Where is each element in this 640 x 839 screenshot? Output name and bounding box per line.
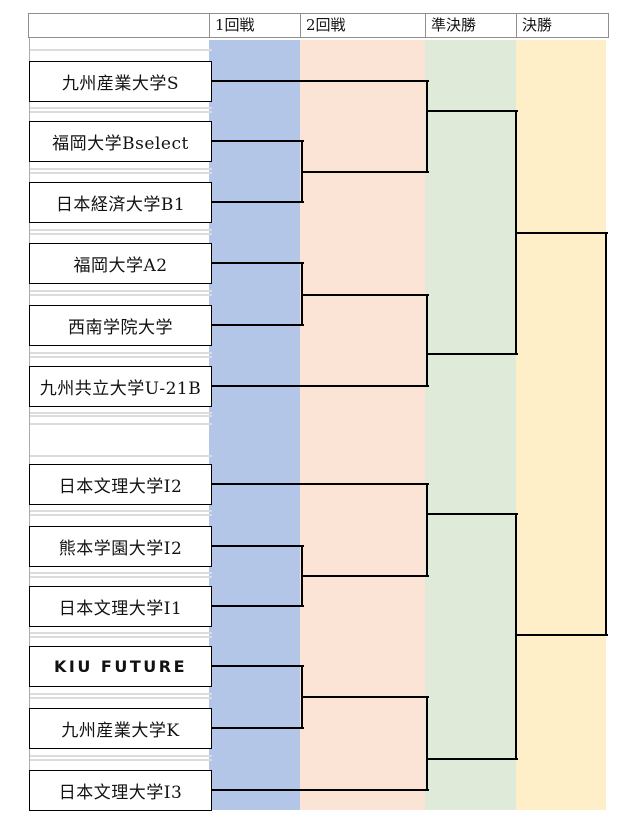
round2-column-band: [300, 40, 425, 810]
bracket-line-horizontal: [212, 605, 304, 607]
row-gridline: [30, 49, 212, 51]
bracket-line-horizontal: [212, 789, 429, 791]
team-box: 九州産業大学S: [29, 61, 212, 102]
bracket-line-vertical: [426, 483, 428, 577]
team-name: 福岡大学A2: [73, 256, 168, 276]
header-label: 準決勝: [431, 16, 477, 34]
row-gridline: [30, 172, 212, 174]
bracket-line-horizontal: [427, 110, 518, 112]
header-label: 決勝: [522, 16, 553, 34]
bracket-line-horizontal: [516, 232, 608, 234]
bracket-line-horizontal: [212, 80, 429, 82]
row-gridline: [30, 759, 212, 761]
team-name: 九州共立大学U-21B: [39, 379, 202, 399]
row-gridline: [30, 294, 212, 296]
team-name: 熊本学園大学I2: [58, 539, 183, 559]
row-gridline: [30, 572, 212, 574]
team-name: 日本文理大学I2: [58, 477, 183, 497]
row-gridline: [30, 412, 212, 414]
team-box: 九州共立大学U-21B: [29, 366, 212, 407]
team-name: 福岡大学Bselect: [52, 134, 189, 154]
bracket-line-vertical: [301, 262, 303, 326]
team-box: 福岡大学Bselect: [29, 121, 212, 162]
bracket-line-vertical: [301, 140, 303, 203]
round1-column-band: [209, 40, 300, 810]
bracket-line-vertical: [515, 513, 517, 760]
row-gridline: [30, 352, 212, 354]
row-gridline: [30, 636, 212, 638]
team-name: 九州産業大学S: [61, 74, 180, 94]
team-box: 日本経済大学B1: [29, 182, 212, 223]
row-gridline: [30, 415, 212, 417]
row-gridline: [30, 576, 212, 578]
bracket-line-vertical: [515, 110, 517, 355]
row-gridline: [30, 111, 212, 113]
bracket-line-horizontal: [302, 294, 429, 296]
row-gridline: [30, 356, 212, 358]
header-cell-empty: [28, 13, 210, 38]
bracket-line-vertical: [426, 80, 428, 173]
header-label: 1回戦: [215, 16, 255, 34]
team-name: 日本文理大学I1: [58, 599, 183, 619]
final-column-band: [516, 40, 606, 810]
team-box: 日本文理大学I1: [29, 586, 212, 627]
semifinal-column-band: [425, 40, 516, 810]
row-gridline: [30, 755, 212, 757]
team-name: KIU FUTURE: [54, 657, 187, 676]
header-cell-round2: 2回戦: [300, 13, 426, 38]
bracket-line-horizontal: [427, 513, 518, 515]
team-box: 熊本学園大学I2: [29, 526, 212, 567]
bracket-line-horizontal: [427, 758, 518, 760]
bracket-line-horizontal: [212, 140, 304, 142]
row-gridline: [30, 514, 212, 516]
team-box: 福岡大学A2: [29, 243, 212, 284]
row-gridline: [30, 697, 212, 699]
team-name: 日本文理大学I3: [58, 783, 183, 803]
bracket-line-horizontal: [212, 665, 304, 667]
team-box: KIU FUTURE: [29, 646, 212, 687]
bracket-line-horizontal: [302, 171, 429, 173]
row-gridline: [30, 290, 212, 292]
team-name: 西南学院大学: [68, 318, 173, 338]
bracket-line-horizontal: [212, 262, 304, 264]
row-gridline: [30, 229, 212, 231]
bracket-line-vertical: [301, 545, 303, 607]
team-box: 西南学院大学: [29, 305, 212, 346]
team-box: 日本文理大学I2: [29, 464, 212, 505]
row-gridline: [30, 632, 212, 634]
row-gridline: [30, 693, 212, 695]
bracket-line-horizontal: [516, 634, 608, 636]
team-name: 日本経済大学B1: [55, 195, 186, 215]
left-gridline: [29, 13, 30, 810]
bracket-line-vertical: [301, 665, 303, 729]
row-gridline: [30, 168, 212, 170]
bracket-line-vertical: [426, 696, 428, 791]
bracket-line-vertical: [426, 294, 428, 387]
row-gridline: [30, 423, 212, 425]
bracket-line-horizontal: [212, 324, 304, 326]
bracket-line-horizontal: [427, 353, 518, 355]
row-gridline: [30, 455, 212, 457]
bracket-line-horizontal: [212, 201, 304, 203]
bracket-line-horizontal: [212, 727, 304, 729]
row-gridline: [30, 107, 212, 109]
team-name: 九州産業大学K: [61, 721, 180, 741]
bracket-line-horizontal: [302, 696, 429, 698]
bracket-line-vertical: [605, 232, 607, 636]
bracket-line-horizontal: [212, 385, 429, 387]
team-box: 日本文理大学I3: [29, 770, 212, 811]
bracket-line-horizontal: [212, 483, 429, 485]
bracket-line-horizontal: [212, 545, 304, 547]
header-label: 2回戦: [306, 16, 346, 34]
row-gridline: [30, 510, 212, 512]
bracket-line-horizontal: [302, 575, 429, 577]
header-cell-semifinal: 準決勝: [425, 13, 517, 38]
header-cell-round1: 1回戦: [209, 13, 301, 38]
team-box: 九州産業大学K: [29, 708, 212, 749]
row-gridline: [30, 233, 212, 235]
header-cell-final: 決勝: [516, 13, 609, 38]
